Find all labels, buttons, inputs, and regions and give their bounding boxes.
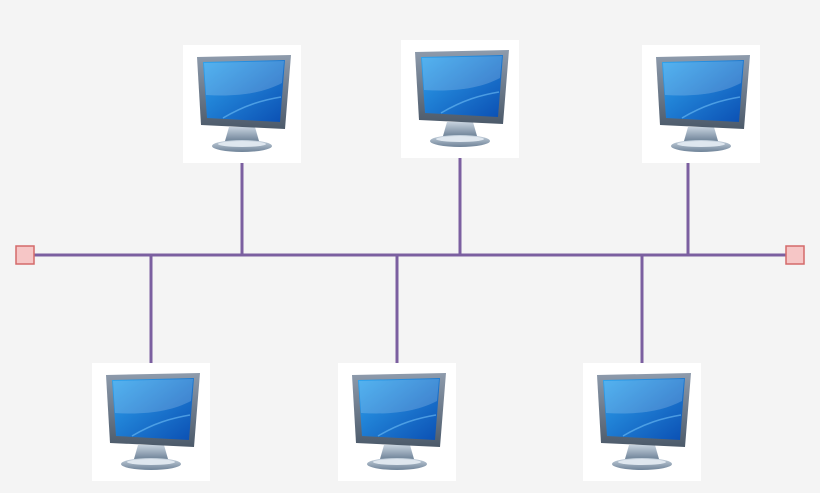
- left-terminator: [15, 245, 35, 265]
- monitor-icon: [400, 39, 520, 159]
- monitor-icon: [337, 362, 457, 482]
- monitor-icon: [91, 362, 211, 482]
- monitor-icon: [582, 362, 702, 482]
- monitor-icon: [182, 44, 302, 164]
- monitor-icon: [641, 44, 761, 164]
- right-terminator: [785, 245, 805, 265]
